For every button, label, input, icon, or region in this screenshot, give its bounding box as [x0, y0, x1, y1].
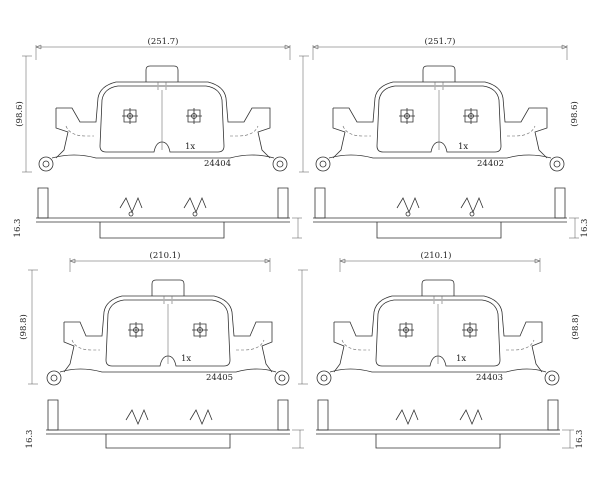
thickness-dimension: 16.3 [25, 430, 35, 449]
quantity-label: 1x [456, 354, 466, 364]
part-number: 24404 [204, 159, 231, 169]
height-dimension: (98.8) [570, 314, 581, 340]
quantity-label: 1x [458, 142, 468, 152]
width-dimension: (210.1) [421, 250, 452, 261]
pad-drawing-24402: (251.7) (98.6) 1x 24402 16.3 [298, 36, 590, 239]
width-dimension: (251.7) [148, 36, 179, 47]
thickness-dimension: 16.3 [13, 219, 23, 238]
pad-drawing-24403: (210.1) (98.8) 1x 24403 16.3 [297, 250, 585, 449]
pad-drawing-24404: (251.7) (98.6) 1x 24404 16.3 [13, 36, 303, 239]
height-dimension: (98.8) [18, 314, 29, 340]
part-number: 24405 [206, 373, 233, 383]
part-number: 24403 [476, 373, 503, 383]
height-dimension: (98.6) [14, 101, 25, 127]
quantity-label: 1x [185, 142, 195, 152]
thickness-dimension: 16.3 [580, 219, 590, 238]
part-number: 24402 [477, 159, 504, 169]
quantity-label: 1x [181, 354, 191, 364]
width-dimension: (210.1) [150, 250, 181, 261]
width-dimension: (251.7) [425, 36, 456, 47]
pad-drawing-24405: (210.1) (98.8) 1x 24405 16.3 [18, 250, 305, 449]
thickness-dimension: 16.3 [575, 430, 585, 449]
height-dimension: (98.6) [569, 101, 580, 127]
